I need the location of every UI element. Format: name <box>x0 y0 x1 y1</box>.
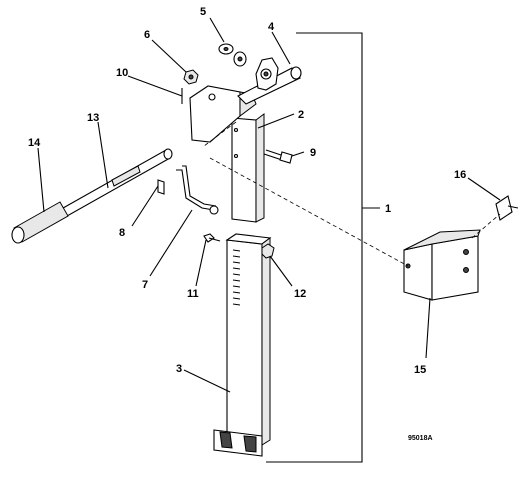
callout-14: 14 <box>28 137 41 149</box>
part-14-handle-grip <box>11 201 69 244</box>
assembly-bracket <box>266 32 363 463</box>
leader-13 <box>97 121 109 189</box>
leader-7 <box>149 209 193 277</box>
leader-15 <box>425 297 431 359</box>
leader-8 <box>131 185 159 227</box>
assembly-line-2 <box>471 213 501 239</box>
callout-7: 7 <box>142 279 148 291</box>
callout-2: 2 <box>298 109 304 121</box>
part-8-pin <box>157 179 165 195</box>
callout-16: 16 <box>454 169 466 181</box>
callout-4: 4 <box>268 21 275 33</box>
callout-11: 11 <box>187 288 199 300</box>
part-9-bolt <box>263 149 293 164</box>
leader-3 <box>183 369 231 393</box>
leader-10 <box>127 75 183 97</box>
leader-12 <box>269 255 293 287</box>
leader-14 <box>37 147 45 213</box>
part-3-lower-tube <box>213 233 272 457</box>
callout-12: 12 <box>294 288 306 300</box>
callout-1: 1 <box>385 203 391 215</box>
leader-4 <box>271 31 291 65</box>
callout-13: 13 <box>87 112 99 124</box>
callout-3: 3 <box>176 363 182 375</box>
part-5-washers <box>218 43 247 67</box>
callout-5: 5 <box>200 6 206 18</box>
callout-9: 9 <box>310 147 316 159</box>
leader-16 <box>467 177 501 201</box>
part-12-nut <box>261 243 275 259</box>
leader-11 <box>195 239 207 287</box>
part-2-upper-tube <box>231 113 265 223</box>
part-15-mount-bracket <box>403 229 481 301</box>
callout-6: 6 <box>144 29 150 41</box>
callout-10: 10 <box>116 67 128 79</box>
part-4-gear-shaft <box>237 57 302 105</box>
part-6-nut <box>183 69 199 85</box>
part-7-lever <box>176 165 219 215</box>
leader-9 <box>291 151 305 157</box>
callout-8: 8 <box>119 227 125 239</box>
drawing-code: 95018A <box>408 435 433 442</box>
assembly-line-1 <box>209 157 409 267</box>
part-11-screw <box>203 233 221 243</box>
leader-5 <box>209 17 225 43</box>
part-13-handle-rod <box>55 148 173 221</box>
callout-15: 15 <box>414 364 426 376</box>
leader-6 <box>151 39 187 73</box>
leader-2 <box>257 113 295 129</box>
